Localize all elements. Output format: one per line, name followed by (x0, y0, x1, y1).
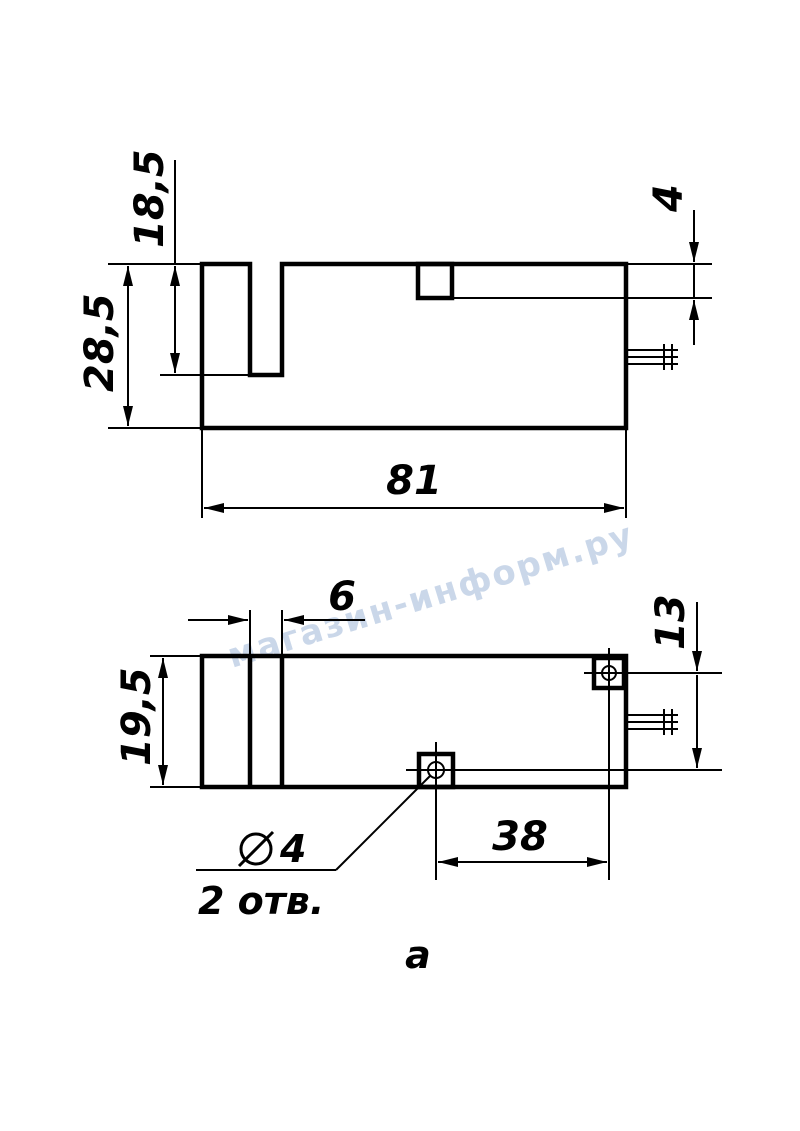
dim-top-small-label: 4 (646, 184, 692, 213)
hole-count-label: 2 отв. (198, 879, 324, 923)
mount-hole-bottom (406, 742, 722, 880)
hole-diameter-label: 4 (279, 827, 306, 871)
dim-bottom-width: 19,5 (114, 655, 200, 788)
dim-top-slot-depth-label: 18,5 (127, 149, 173, 248)
dim-top-length-label: 81 (386, 458, 442, 504)
top-connector (626, 344, 678, 370)
dim-top-small: 4 (452, 184, 712, 345)
dim-top-height: 28,5 (77, 263, 200, 429)
hole-note: 4 2 отв. (198, 827, 324, 923)
dim-bottom-slot: 6 (188, 574, 365, 654)
dim-bottom-width-label: 19,5 (114, 667, 160, 766)
top-small-notch (415, 261, 455, 301)
dim-bottom-offset-label: 13 (648, 594, 694, 650)
dim-top-height-label: 28,5 (77, 293, 123, 392)
mount-hole-top-right (584, 648, 722, 880)
top-body-outline (199, 261, 629, 431)
dim-bottom-hole-dist-label: 38 (492, 814, 548, 860)
dim-bottom-slot-label: 6 (328, 574, 356, 620)
top-view: 28,5 18,5 81 4 (77, 149, 712, 518)
dim-top-length: 81 (201, 430, 627, 518)
diameter-icon (237, 830, 275, 868)
bottom-body-outline (199, 653, 629, 790)
dim-bottom-hole-dist: 38 (438, 814, 607, 867)
dim-bottom-offset: 13 (648, 594, 702, 768)
figure-caption: а (405, 933, 431, 977)
bottom-view: 6 19,5 13 38 (114, 574, 722, 923)
dim-top-slot-depth: 18,5 (127, 149, 250, 376)
bottom-connector (626, 709, 678, 735)
watermark: магазин-информ.ру (223, 515, 639, 677)
hole-leader (196, 775, 431, 871)
